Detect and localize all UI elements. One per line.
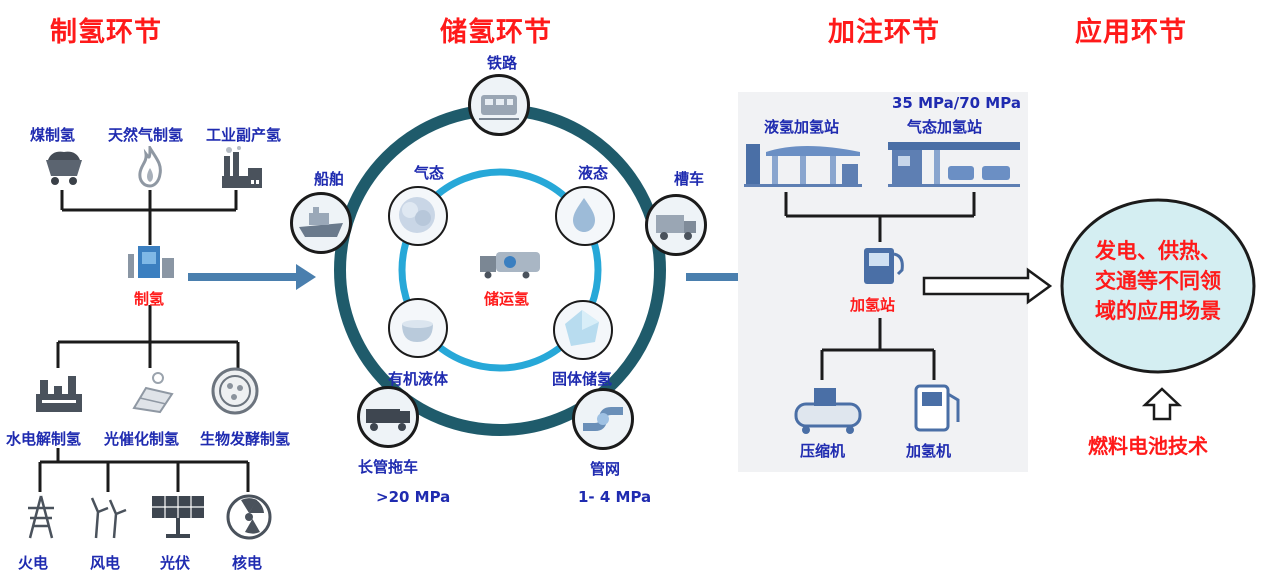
rail-node (468, 74, 530, 136)
wind-power-label: 风电 (90, 554, 121, 572)
train-icon (479, 95, 519, 120)
hydrogen-station-pump-icon (864, 248, 904, 284)
factory-icon (222, 146, 262, 188)
production-section-title: 制氢环节 (50, 17, 162, 48)
application-scenarios-text: 发电、供热、 交通等不同领 域的应用场景 (1058, 236, 1258, 326)
nuclear-icon (226, 494, 272, 540)
power-tower-icon (28, 495, 54, 539)
pipeline-icon (583, 407, 623, 431)
gas-state-label: 气态 (414, 164, 445, 182)
gas-state-node (388, 186, 448, 246)
liquid-state-node (555, 186, 615, 246)
hydrogen-transport-truck-icon (480, 252, 540, 279)
gas-hydrogen-station-label: 气态加氢站 (907, 118, 983, 136)
gas-station-pressure-label: 35 MPa/70 MPa (892, 94, 1021, 112)
storage-center-label: 储运氢 (484, 290, 530, 308)
solid-crystal-icon (565, 310, 599, 346)
application-line-1: 发电、供热、 (1095, 239, 1221, 263)
water-electrolysis-label: 水电解制氢 (6, 430, 82, 448)
biological-fermentation-icon (211, 367, 259, 415)
production-connector-lines (38, 190, 250, 492)
filling-to-application-arrow (922, 267, 1053, 305)
rail-label: 铁路 (487, 54, 518, 72)
gas-hydrogen-station-icon (888, 142, 1020, 187)
organic-liquid-icon (402, 320, 433, 342)
application-line-2: 交通等不同领 (1095, 269, 1221, 293)
organic-liquid-label: 有机液体 (388, 370, 449, 388)
tube-trailer-node (357, 386, 419, 448)
solid-storage-node (553, 300, 613, 360)
filling-connector-lines (784, 192, 976, 380)
storage-section-title: 储氢环节 (440, 17, 552, 48)
tanker-truck-label: 槽车 (674, 170, 705, 188)
fuel-cell-technology-label: 燃料电池技术 (1088, 434, 1208, 458)
compressor-label: 压缩机 (800, 442, 846, 460)
compressor-icon (794, 388, 862, 434)
photocatalysis-label: 光催化制氢 (104, 430, 180, 448)
organic-liquid-node (388, 298, 448, 358)
coal-cart-icon (46, 151, 82, 185)
hydrogen-production-plant-icon (128, 246, 174, 278)
pipeline-pressure: 1- 4 MPa (578, 488, 652, 506)
tube-trailer-icon (366, 409, 410, 431)
tube-trailer-pressure: >20 MPa (376, 488, 451, 506)
nuclear-power-label: 核电 (232, 554, 263, 572)
thermal-power-label: 火电 (18, 554, 49, 572)
filling-section-title: 加注环节 (828, 17, 940, 48)
solar-power-label: 光伏 (160, 554, 191, 572)
solar-panel-icon (152, 496, 204, 538)
filling-center-label: 加氢站 (850, 296, 896, 314)
ship-icon (299, 207, 343, 237)
up-arrow-icon (1142, 387, 1182, 421)
natural-gas-hydrogen-label: 天然气制氢 (108, 126, 184, 144)
production-center-label: 制氢 (134, 290, 165, 308)
solid-storage-label: 固体储氢 (552, 370, 613, 388)
dispenser-icon (914, 384, 960, 432)
photocatalysis-icon (132, 372, 174, 414)
coal-hydrogen-label: 煤制氢 (30, 126, 76, 144)
tanker-truck-node (645, 194, 707, 256)
pipeline-label: 管网 (590, 460, 621, 478)
application-section-title: 应用环节 (1075, 17, 1187, 48)
flame-icon (138, 146, 162, 188)
pipeline-node (572, 388, 634, 450)
wind-turbine-icon (90, 497, 127, 539)
application-line-3: 域的应用场景 (1095, 299, 1221, 323)
industrial-byproduct-hydrogen-label: 工业副产氢 (206, 126, 282, 144)
liquid-hydrogen-station-icon (744, 144, 862, 187)
ship-label: 船舶 (314, 170, 345, 188)
liquid-state-label: 液态 (578, 164, 609, 182)
liquid-hydrogen-station-label: 液氢加氢站 (764, 118, 840, 136)
dispenser-label: 加氢机 (906, 442, 952, 460)
tube-trailer-label: 长管拖车 (358, 458, 419, 476)
application-ellipse (1060, 198, 1256, 374)
water-drop-icon (573, 198, 595, 232)
electrolysis-plant-icon (36, 376, 82, 412)
tanker-truck-icon (656, 215, 696, 240)
biological-fermentation-label: 生物发酵制氢 (200, 430, 291, 448)
ship-node (290, 192, 352, 254)
gas-cloud-icon (399, 197, 435, 233)
production-to-storage-arrow (188, 264, 316, 290)
